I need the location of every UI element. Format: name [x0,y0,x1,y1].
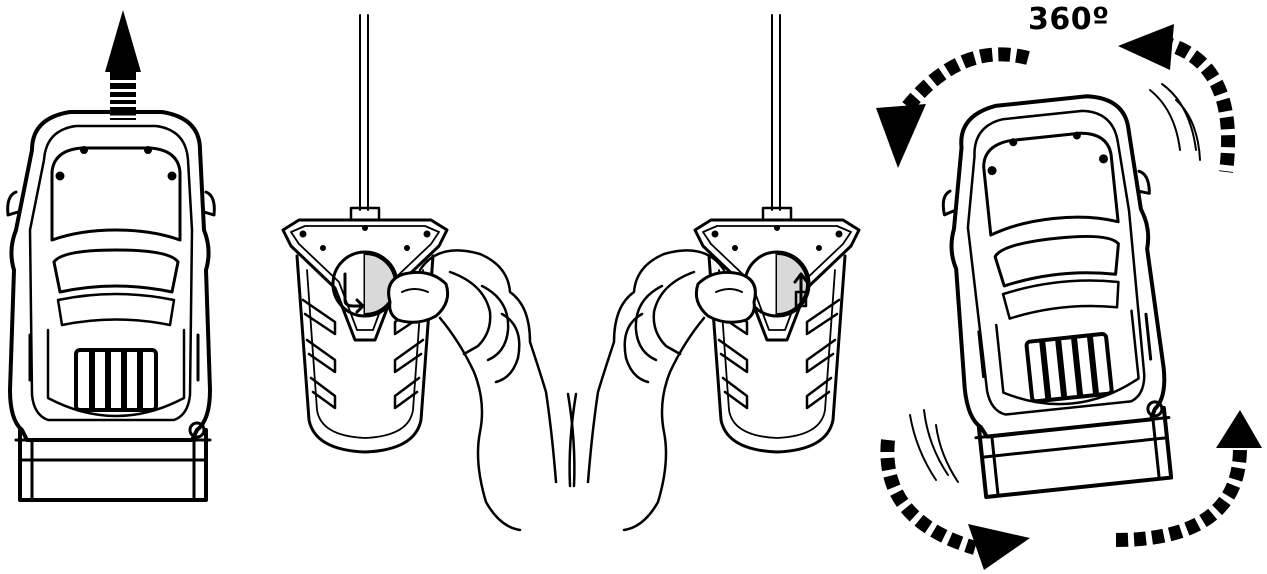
hand-right [568,249,757,532]
rotation-arrow-bottom-right-icon [1115,410,1262,547]
controller-left [281,13,449,454]
forward-arrow-icon [105,10,141,120]
controller-right [693,13,861,454]
rotation-label: 360º [1028,2,1110,37]
car-forward [8,112,215,500]
rotation-arrow-bottom-left-icon [880,439,1030,570]
motion-lines [909,83,1201,483]
forward-button-icon [793,272,809,308]
hand-left [387,249,576,532]
rotation-arrow-top-left-icon [876,47,1030,168]
turn-arrow-icon [343,272,365,308]
car-spinning [933,91,1179,498]
rotation-arrow-top-right-icon [1118,24,1236,173]
